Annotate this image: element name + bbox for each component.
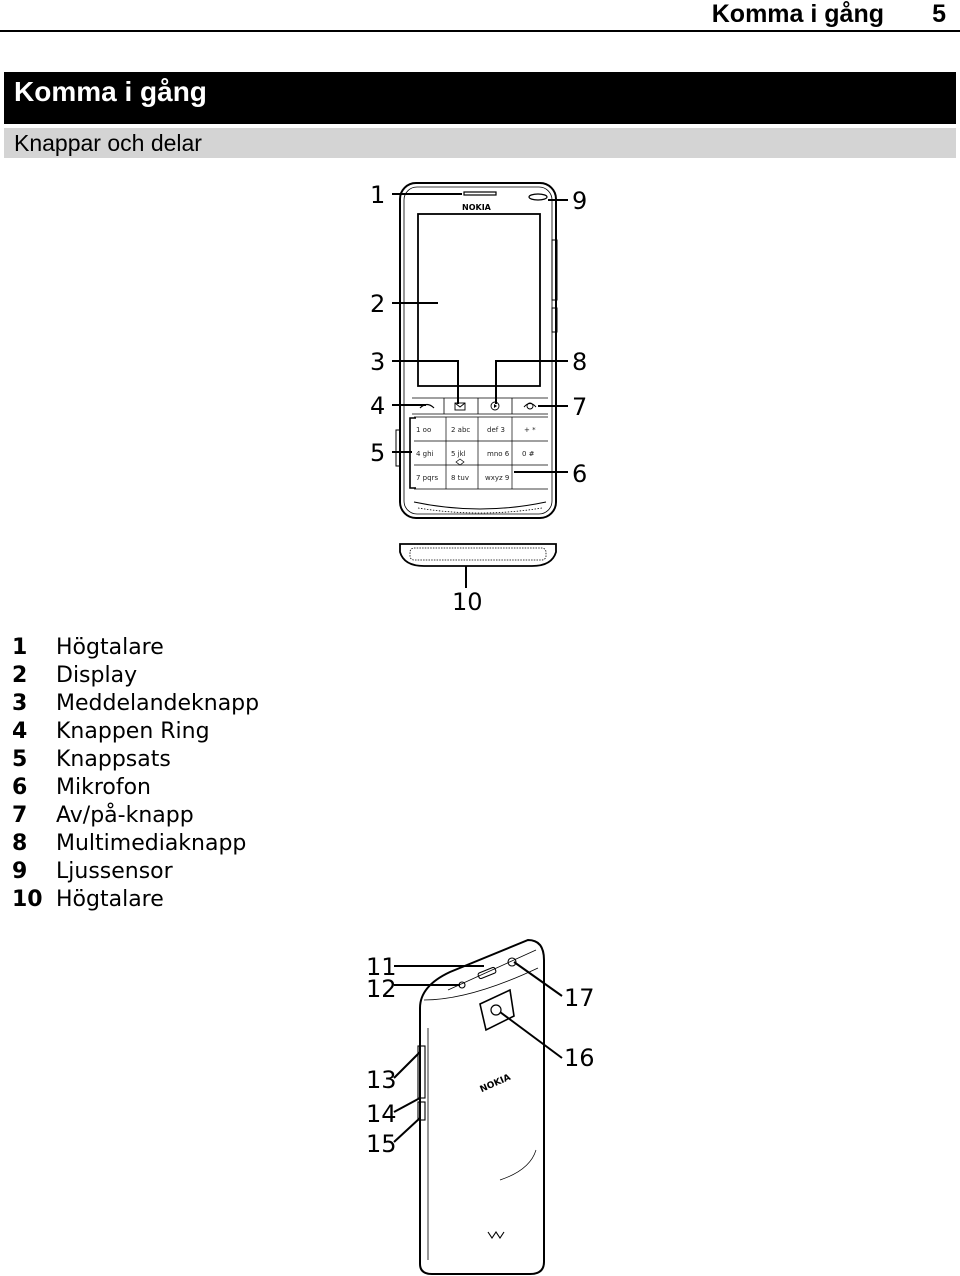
brand-logo-back: NOKIA [479,1073,513,1095]
running-header-title: Komma i gång [711,0,884,28]
call-key [419,403,435,409]
key-2: 2 abc [451,426,470,434]
legend-item: 7 Av/på-knapp [12,802,259,830]
chapter-title: Komma i gång [14,76,207,107]
legend-label: Knappsats [56,747,171,772]
legend-number: 8 [12,831,28,856]
callout-16: 16 [564,1044,595,1072]
legend-number: 4 [12,719,28,744]
legend-label: Av/på-knapp [56,803,194,828]
callout-1: 1 [370,181,386,209]
chapter-bar: Komma i gång [4,72,956,124]
brand-logo: NOKIA [462,203,492,212]
callout-2: 2 [370,290,386,318]
phone-bottom-view [399,543,557,588]
callout-13: 13 [366,1066,397,1094]
legend-label: Mikrofon [56,775,152,800]
legend-item: 5 Knappsats [12,746,259,774]
running-header: Komma i gång 5 [0,0,960,32]
legend-item: 6 Mikrofon [12,774,259,802]
legend-number: 3 [12,691,28,716]
legend-item: 9 Ljussensor [12,858,259,886]
callout-6: 6 [572,460,588,488]
legend-label: Display [56,663,138,688]
callout-3: 3 [370,348,386,376]
walkman-logo [487,1231,505,1239]
legend-item: 4 Knappen Ring [12,718,259,746]
phone-front-view: NOKIA [395,182,558,519]
section-bar: Knappar och delar [4,128,956,158]
legend-item: 8 Multimediaknapp [12,830,259,858]
lock-switch [417,1101,426,1121]
legend-item: 10 Högtalare [12,886,259,914]
speaker-grille [409,547,547,561]
camera-lens [490,1004,502,1016]
section-title: Knappar och delar [14,130,202,156]
legend-item: 2 Display [12,662,259,690]
key-6: mno 6 [487,450,510,458]
key-4: 4 ghi [416,450,434,458]
callout-15: 15 [366,1130,397,1158]
callout-4: 4 [370,392,386,420]
key-plus-star: + * [524,426,536,434]
key-3: def 3 [487,426,505,434]
message-key [454,402,466,411]
legend-label: Knappen Ring [56,719,210,744]
legend-number: 2 [12,663,28,688]
legend-label: Ljussensor [56,859,173,884]
key-7: 7 pqrs [416,474,438,482]
legend-label: Meddelandeknapp [56,691,260,716]
legend-item: 1 Högtalare [12,634,259,662]
key-1: 1 oo [416,426,431,434]
legend-number: 9 [12,859,28,884]
legend-label: Högtalare [56,635,164,660]
callout-5: 5 [370,439,386,467]
usb-port [477,966,497,980]
keypad [414,416,548,490]
callout-8: 8 [572,348,588,376]
callout-17: 17 [564,984,595,1012]
display [417,213,541,387]
key-9: wxyz 9 [485,474,509,482]
camera-module [479,988,515,1032]
legend-number: 7 [12,803,28,828]
key-zero-hash: 0 # [522,450,535,458]
phone-back-view: NOKIA [417,938,545,1275]
legend-number: 6 [12,775,28,800]
volume-key [417,1045,426,1099]
callout-10: 10 [452,588,483,616]
callout-12: 12 [366,975,397,1003]
callout-14: 14 [366,1100,397,1128]
legend-item: 3 Meddelandeknapp [12,690,259,718]
legend-number: 1 [12,635,28,660]
key-8: 8 tuv [451,474,469,482]
page-number: 5 [932,0,946,28]
callout-9: 9 [572,187,588,215]
callout-11: 11 [366,953,397,981]
headset-port [507,957,517,967]
key-5: 5 jkl [451,450,466,458]
legend-number: 10 [12,887,43,912]
legend-label: Högtalare [56,887,164,912]
legend-number: 5 [12,747,28,772]
legend-label: Multimediaknapp [56,831,247,856]
callout-7: 7 [572,393,588,421]
